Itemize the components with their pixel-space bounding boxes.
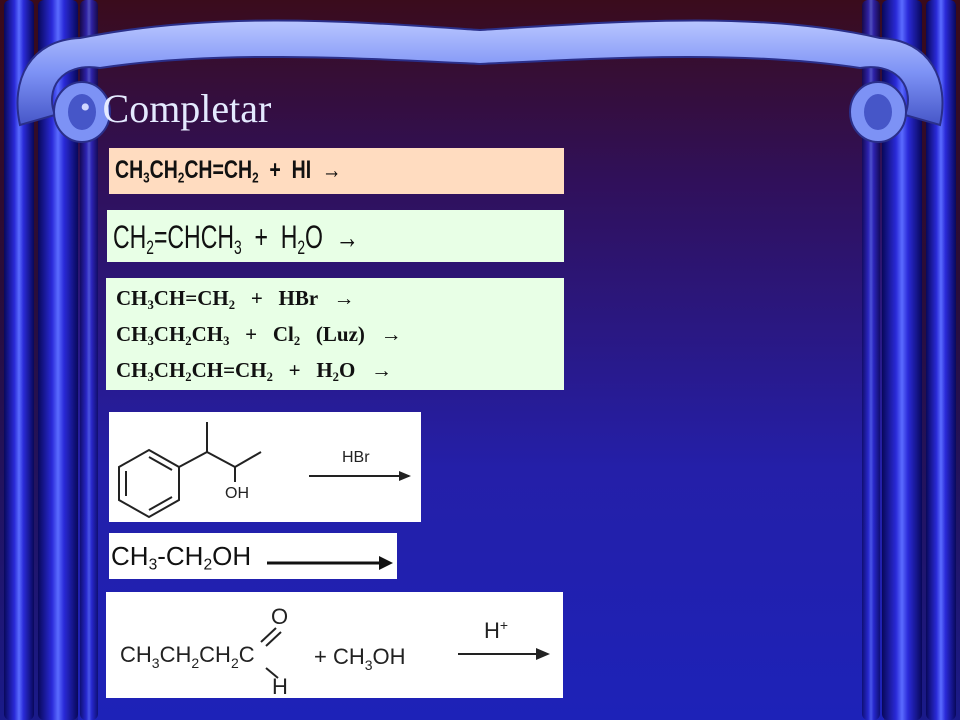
hydroxyl-label: OH xyxy=(225,485,249,502)
reaction-2-panel: CH2=CHCH3 + H2O → xyxy=(107,210,564,262)
reaction-1-panel: CH3CH2CH=CH2 + HI → xyxy=(109,148,564,194)
reaction-2-equation: CH2=CHCH3 + H2O → xyxy=(113,219,359,259)
reaction-5-panel: CH3-CH2OH xyxy=(109,533,397,579)
reaction-3-panel: CH3CH=CH2 + HBr → CH3CH2CH3 + Cl2 (Luz) … xyxy=(106,278,564,390)
slide-title: Completar xyxy=(102,85,272,131)
reaction-6-panel: CH3CH2CH2C O H + CH3OH H+ xyxy=(106,592,563,698)
esterification-structure: CH3CH2CH2C O H + CH3OH H+ xyxy=(120,604,550,698)
methanol-label: + CH3OH xyxy=(314,644,406,673)
catalyst-label: H+ xyxy=(484,617,508,643)
reaction-3a-equation: CH3CH=CH2 + HBr → xyxy=(116,286,355,312)
aldehyde-hydrogen-label: H xyxy=(272,674,288,698)
reaction-3b-equation: CH3CH2CH3 + Cl2 (Luz) → xyxy=(116,322,402,348)
scroll-banner xyxy=(16,19,944,143)
reaction-1-equation: CH3CH2CH=CH2 + HI → xyxy=(115,156,342,187)
reaction-3c-equation: CH3CH2CH=CH2 + H2O → xyxy=(116,358,393,384)
reaction-5-arrow xyxy=(267,556,393,570)
bullet-icon: • xyxy=(80,91,91,124)
slide-title-row: • Completar xyxy=(80,78,271,138)
reaction-4-panel: OH HBr xyxy=(109,412,421,522)
benzene-alcohol-structure: OH HBr xyxy=(118,422,411,519)
ethanol-formula: CH3-CH2OH xyxy=(111,541,252,574)
carbonyl-oxygen-label: O xyxy=(271,604,288,629)
propyl-chain-label: CH3CH2CH2C xyxy=(120,642,255,671)
reagent-label: HBr xyxy=(342,449,370,466)
